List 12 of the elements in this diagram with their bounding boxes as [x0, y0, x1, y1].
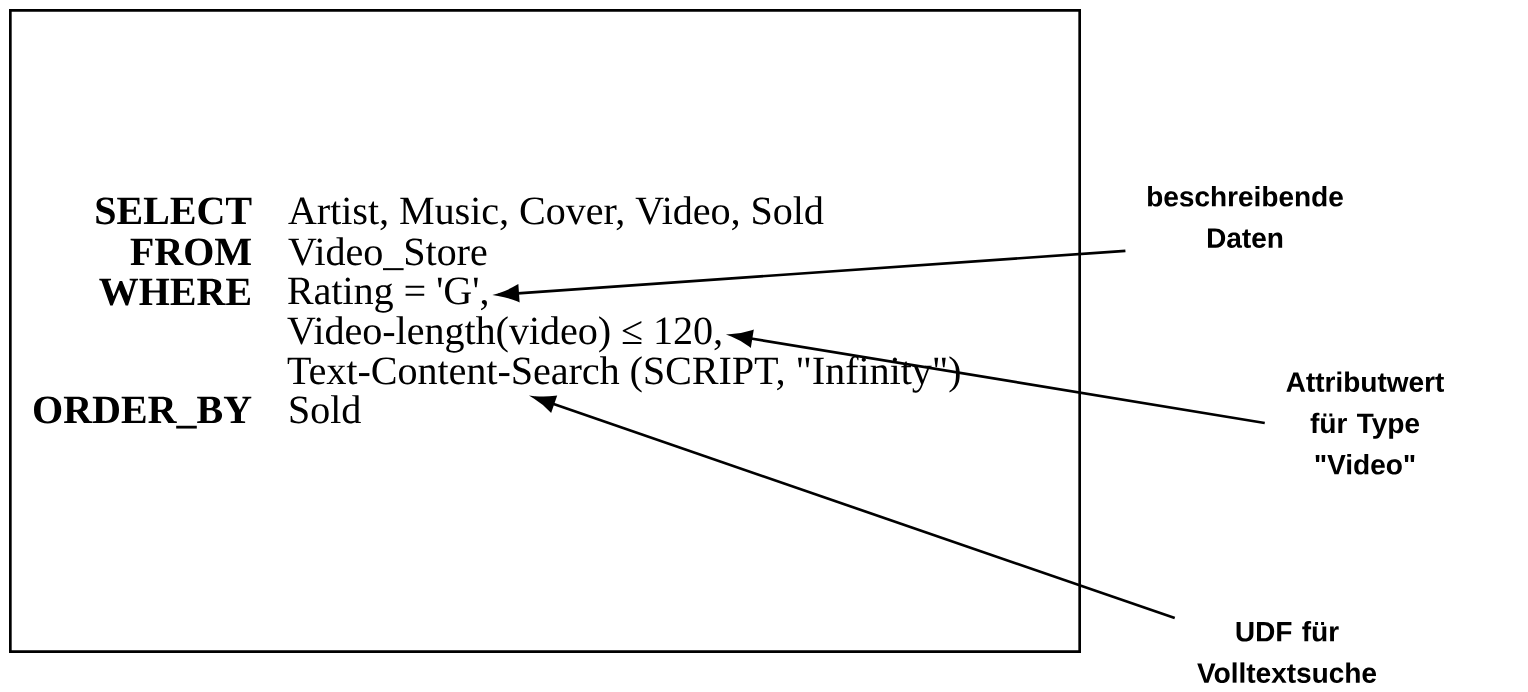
annotation-text: UDF für Volltextsuche	[1197, 621, 1377, 683]
sql-keyword: ORDER_BY	[34, 396, 252, 429]
sql-text: Sold	[290, 395, 361, 424]
annotation-text: Attributwert für Type "Video"	[1286, 371, 1444, 475]
sql-text: Video_Store	[288, 237, 487, 271]
sql-condition: Video-length(video) ≤ 120,	[287, 316, 721, 353]
annotation-text: beschreibende Daten	[1148, 186, 1343, 248]
sql-condition: Rating = 'G',	[288, 277, 487, 313]
sql-keyword: SELECT	[96, 197, 252, 225]
sql-keyword: WHERE	[99, 278, 251, 306]
sql-text: Artist, Music, Cover, Video, Sold	[288, 196, 824, 231]
sql-keyword: FROM	[130, 238, 251, 266]
